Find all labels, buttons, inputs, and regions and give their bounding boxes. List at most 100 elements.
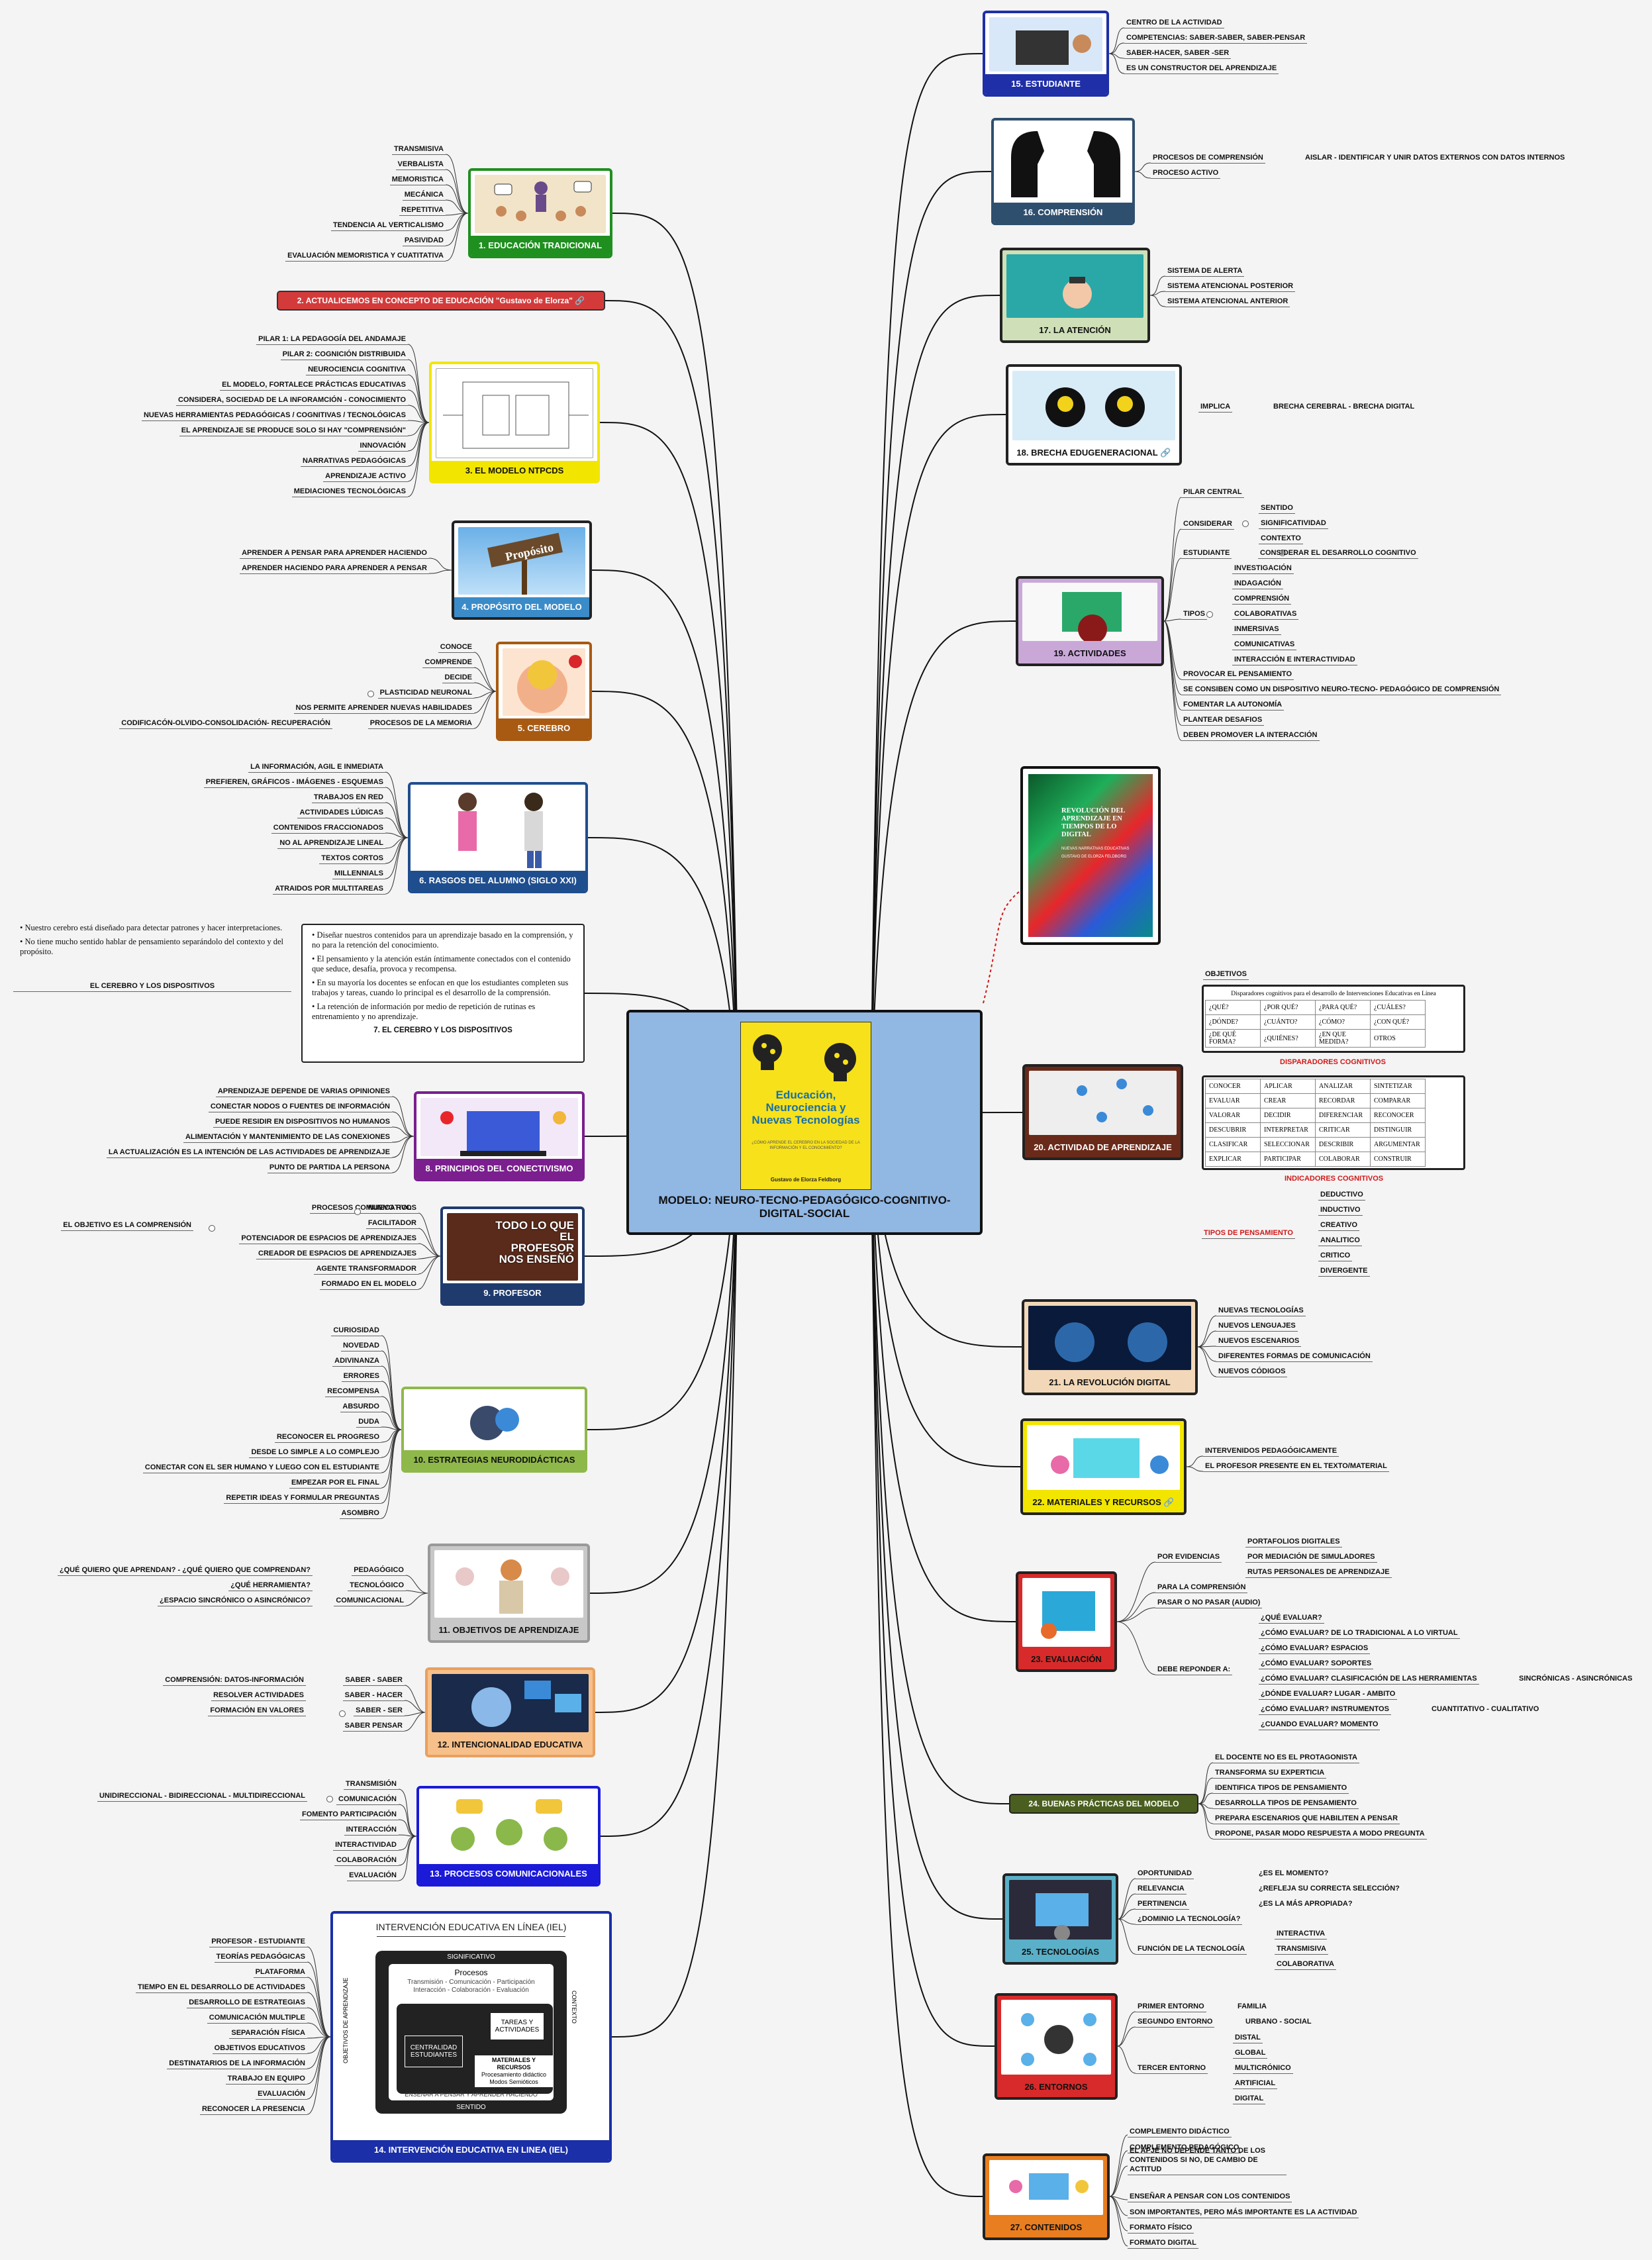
table-cell: OTROS <box>1370 1029 1426 1048</box>
branch-label: COMPRENDE <box>422 658 474 668</box>
table-row: ¿DÓNDE?¿CUÁNTO?¿CÓMO?¿CON QUÉ? <box>1205 1014 1426 1030</box>
node-atencion[interactable]: 17. LA ATENCIÓN <box>1000 248 1150 343</box>
branch-label: RELEVANCIA <box>1136 1884 1187 1894</box>
node-intencionalidad[interactable]: 12. INTENCIONALIDAD EDUCATIVA <box>425 1667 595 1757</box>
branch-label: ENSEÑAR A PENSAR CON LOS CONTENIDOS <box>1128 2192 1292 2202</box>
branch-label: ¿DOMINIO LA TECNOLOGÍA? <box>1136 1914 1243 1925</box>
connector-line <box>595 1115 739 1713</box>
node-estudiante[interactable]: 15. ESTUDIANTE <box>983 11 1109 97</box>
note-bullet: • En su mayoría los docentes se enfocan … <box>312 978 569 997</box>
side-note-title: EL CEREBRO Y LOS DISPOSITIVOS <box>13 981 291 992</box>
branch-label: ANALITICO <box>1318 1236 1362 1246</box>
disparadores-table: ¿QUÉ?¿POR QUÉ?¿PARA QUÉ?¿CUÁLES?¿DÓNDE?¿… <box>1205 1000 1426 1048</box>
note-bullet: • Diseñar nuestros contenidos para un ap… <box>312 930 573 950</box>
collapse-toggle[interactable] <box>1206 611 1213 618</box>
node-title: 15. ESTUDIANTE <box>985 74 1106 94</box>
branch-label: ASOMBRO <box>339 1508 381 1519</box>
connector-line <box>445 169 469 214</box>
node-entornos[interactable]: 26. ENTORNOS <box>995 1993 1118 2100</box>
collapse-toggle[interactable] <box>354 1208 361 1215</box>
connector-line <box>1118 1908 1136 1920</box>
ai-head-illustration <box>432 1674 589 1732</box>
node-conectivismo[interactable]: 8. PRINCIPIOS DEL CONECTIVISMO <box>414 1091 585 1181</box>
node-cerebro[interactable]: 5. CEREBRO <box>496 642 592 741</box>
branch-label: SISTEMA ATENCIONAL ANTERIOR <box>1165 297 1290 307</box>
node-title: 23. EVALUACIÓN <box>1018 1649 1114 1669</box>
node-proposito[interactable]: Propósito 4. PROPÓSITO DEL MODELO <box>452 520 592 620</box>
node-estrategias[interactable]: 10. ESTRATEGIAS NEURODIDÁCTICAS <box>401 1387 587 1473</box>
collapse-toggle[interactable] <box>209 1225 215 1232</box>
node-buenas-practicas[interactable]: 24. BUENAS PRÁCTICAS DEL MODELO <box>1009 1794 1198 1814</box>
branch-label: OPORTUNIDAD <box>1136 1869 1194 1879</box>
connector-line <box>605 300 739 1116</box>
connector-line <box>1134 162 1151 172</box>
collapse-toggle[interactable] <box>367 691 374 697</box>
node-evaluacion[interactable]: 23. EVALUACIÓN <box>1016 1571 1117 1672</box>
iel-tareas: TAREAS Y ACTIVIDADES <box>491 2013 544 2039</box>
people-bubbles-illustration <box>423 1793 594 1861</box>
node-materiales[interactable]: 22. MATERIALES Y RECURSOS 🔗 <box>1020 1418 1187 1515</box>
content-illustration <box>989 2160 1103 2215</box>
collapse-toggle[interactable] <box>326 1796 333 1802</box>
book-node[interactable]: REVOLUCIÓN DEL APRENDIZAJE EN TIEMPOS DE… <box>1020 766 1161 945</box>
evaluation-illustration <box>1022 1578 1110 1647</box>
table-cell: DESCRIBIR <box>1315 1137 1371 1152</box>
node-title: 11. OBJETIVOS DE APRENDIZAJE <box>430 1620 587 1640</box>
node-educacion-tradicional[interactable]: 1. EDUCACIÓN TRADICIONAL <box>468 168 612 258</box>
node-actividad-aprendizaje[interactable]: 20. ACTIVIDAD DE APRENDIZAJE <box>1022 1064 1183 1160</box>
node-tecnologias[interactable]: 25. TECNOLOGÍAS <box>1002 1873 1118 1965</box>
connector-line <box>445 154 469 214</box>
branch-label: EL APRENDIZAJE SE PRODUCE SOLO SI HAY "C… <box>179 426 408 436</box>
branch-label: DIGITAL <box>1233 2094 1266 2104</box>
central-node[interactable]: Educación, Neurociencia y Nuevas Tecnolo… <box>626 1010 983 1235</box>
branch-label: SABER - SER <box>354 1706 405 1716</box>
node-modelo-ntpcds[interactable]: 3. EL MODELO NTPCDS <box>429 362 600 483</box>
connector-line <box>1117 2026 1136 2047</box>
iel-procesos: Procesos <box>454 1968 488 1977</box>
node-actualicemos[interactable]: 2. ACTUALICEMOS EN CONCEPTO DE EDUCACIÓN… <box>277 291 605 311</box>
collapse-toggle[interactable] <box>1242 520 1249 527</box>
note-cerebro-dispositivos: • Diseñar nuestros contenidos para un ap… <box>301 924 585 1063</box>
branch-label: SABER - HACER <box>342 1691 405 1701</box>
branch-label: DISTAL <box>1233 2033 1263 2043</box>
node-iel[interactable]: INTERVENCIÓN EDUCATIVA EN LÍNEA (IEL) SI… <box>330 1911 612 2163</box>
node-title: 16. COMPRENSIÓN <box>994 203 1132 222</box>
connector-line <box>591 691 739 1116</box>
classroom-illustration <box>475 175 606 233</box>
node-objetivos[interactable]: 11. OBJETIVOS DE APRENDIZAJE <box>428 1544 590 1643</box>
branch-label: PASIVIDAD <box>402 236 446 246</box>
branch-label: INVESTIGACIÓN <box>1232 564 1294 574</box>
collapse-toggle[interactable] <box>339 1710 346 1717</box>
connector-line <box>407 389 430 423</box>
branch-label: NUEVAS HERRAMIENTAS PEDAGÓGICAS / COGNIT… <box>141 411 408 421</box>
connector-line <box>1109 2150 1128 2197</box>
branch-label: ¿QUÉ QUIERO QUE APRENDAN? - ¿QUÉ QUIERO … <box>57 1565 313 1576</box>
branch-label: FOMENTO PARTICIPACIÓN <box>300 1810 399 1820</box>
node-procesos-comunicacionales[interactable]: 13. PROCESOS COMUNICACIONALES <box>416 1786 601 1887</box>
node-comprension[interactable]: 16. COMPRENSIÓN <box>991 118 1135 225</box>
node-revolucion-digital[interactable]: 21. LA REVOLUCIÓN DIGITAL <box>1022 1299 1198 1395</box>
collapse-toggle[interactable] <box>1279 550 1286 556</box>
node-brecha[interactable]: 18. BRECHA EDUGENERACIONAL 🔗 <box>1006 364 1182 466</box>
table-title: Disparadores cognitivos para el desarrol… <box>1231 991 1436 997</box>
branch-label: ESTUDIANTE <box>1181 548 1232 559</box>
node-rasgos-alumno[interactable]: 6. RASGOS DEL ALUMNO (SIGLO XXI) <box>408 782 588 893</box>
branch-label: ¿REFLEJA SU CORRECTA SELECCIÓN? <box>1259 1885 1400 1892</box>
branch-label: COMPRENSIÓN <box>1232 594 1292 605</box>
branch-label: ¿CÓMO EVALUAR? ESPACIOS <box>1259 1644 1371 1654</box>
branch-label: EL DOCENTE NO ES EL PROTAGONISTA <box>1213 1753 1359 1763</box>
connector-line <box>870 1115 1016 1622</box>
branch-label: COMUNICACIÓN MULTIPLE <box>207 2013 307 2024</box>
node-actividades[interactable]: 19. ACTIVIDADES <box>1016 576 1164 666</box>
branch-label: AISLAR - IDENTIFICAR Y UNIR DATOS EXTERN… <box>1305 154 1565 162</box>
table-row: ¿QUÉ?¿POR QUÉ?¿PARA QUÉ?¿CUÁLES? <box>1205 1000 1426 1015</box>
branch-label: INDAGACIÓN <box>1232 579 1283 589</box>
node-contenidos[interactable]: 27. CONTENIDOS <box>983 2153 1110 2240</box>
branch-label: EMPEZAR POR EL FINAL <box>289 1478 381 1489</box>
node-profesor[interactable]: TODO LO QUE EL PROFESOR NOS ENSEÑÓ 9. PR… <box>440 1206 585 1306</box>
table-cell: EXPLICAR <box>1205 1152 1261 1167</box>
branch-label: IMPLICA <box>1198 402 1233 413</box>
connector-line <box>870 620 1016 1116</box>
